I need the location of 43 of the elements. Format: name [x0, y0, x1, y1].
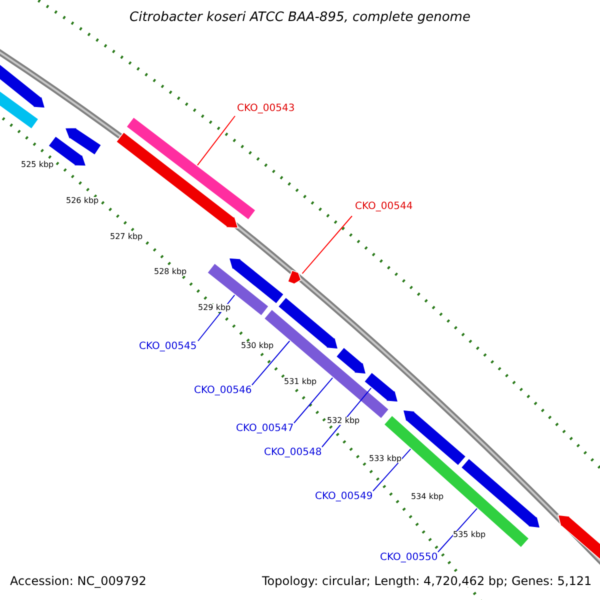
gene-feature — [126, 116, 256, 220]
gene-feature — [364, 372, 399, 402]
leader-line — [438, 508, 478, 552]
leader-line — [197, 116, 236, 166]
leader-line — [302, 216, 352, 274]
gene-feature — [336, 346, 367, 374]
title: Citrobacter koseri ATCC BAA-895, complete genome — [128, 11, 472, 24]
gene-label: CKO_00543 — [237, 104, 295, 114]
gene-feature — [383, 414, 530, 548]
gene-feature — [460, 458, 541, 528]
scale-label: 527 kbp — [110, 233, 143, 241]
leader-line — [322, 388, 372, 448]
gene-label: CKO_00549 — [315, 492, 373, 502]
gene-label: CKO_00544 — [355, 202, 413, 212]
gene-label: CKO_00546 — [194, 386, 252, 396]
scale-label: 532 kbp — [327, 417, 360, 425]
gene-feature — [228, 258, 284, 304]
footer-text: Accession: NC_009792 — [10, 575, 146, 587]
gene-feature — [0, 90, 40, 130]
gene-label: CKO_00545 — [139, 342, 197, 352]
gene-feature — [402, 410, 466, 466]
gene-feature — [0, 62, 46, 108]
scale-label: 533 kbp — [369, 455, 402, 463]
gene-label: CKO_00547 — [236, 424, 294, 434]
leader-line — [252, 340, 290, 386]
scale-label: 535 kbp — [453, 531, 486, 539]
leader-line — [294, 377, 334, 424]
gene-feature — [287, 270, 302, 286]
scale-label: 531 kbp — [284, 378, 317, 386]
gene-feature — [278, 296, 339, 350]
gene-feature — [64, 127, 102, 156]
gene-label: CKO_00548 — [264, 448, 322, 458]
scale-label: 534 kbp — [411, 493, 444, 501]
gene-feature — [116, 132, 239, 228]
gene-label: CKO_00550 — [380, 553, 438, 563]
scale-label: 530 kbp — [241, 342, 274, 350]
scale-label: 529 kbp — [198, 304, 231, 312]
scale-label: 528 kbp — [154, 268, 187, 276]
leader-line — [198, 294, 236, 342]
footer-text: Topology: circular; Length: 4,720,462 bp; Genes: 5,121 — [262, 575, 592, 587]
scale-label: 526 kbp — [66, 197, 99, 205]
scale-label: 525 kbp — [21, 161, 54, 169]
leader-line — [372, 448, 412, 492]
